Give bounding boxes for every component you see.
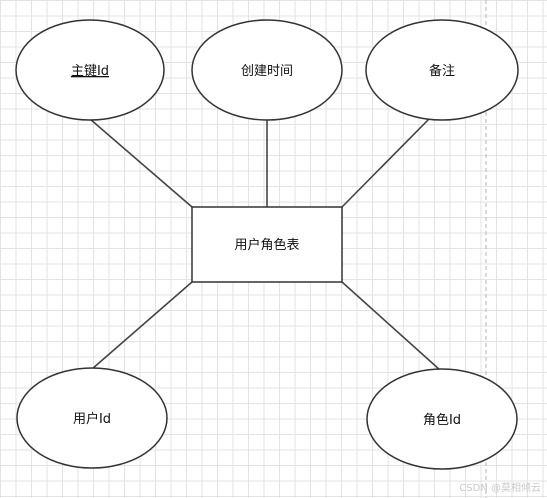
attribute-note-label: 备注 bbox=[429, 63, 455, 79]
connectors bbox=[89, 117, 441, 371]
attribute-created[interactable]: 创建时间 bbox=[191, 19, 343, 121]
attribute-user-label: 用户Id bbox=[73, 411, 111, 427]
attribute-created-label: 创建时间 bbox=[241, 64, 293, 79]
attribute-pk-ellipse[interactable] bbox=[15, 19, 165, 121]
entity-label: 用户角色表 bbox=[234, 237, 299, 253]
connector-entity-note[interactable] bbox=[341, 117, 431, 208]
attribute-pk[interactable]: 主键Id bbox=[15, 19, 165, 121]
connector-entity-user[interactable] bbox=[91, 281, 193, 370]
attribute-role[interactable]: 角色Id bbox=[366, 368, 518, 470]
attribute-note-ellipse[interactable] bbox=[365, 19, 519, 121]
attribute-pk-label: 主键Id bbox=[71, 64, 109, 79]
connector-entity-role[interactable] bbox=[341, 281, 441, 371]
watermark: CSDN @莫相倾云 bbox=[459, 481, 541, 494]
attribute-user-ellipse[interactable] bbox=[16, 367, 168, 469]
entity-box[interactable] bbox=[191, 206, 343, 283]
attribute-note[interactable]: 备注 bbox=[365, 19, 519, 121]
attribute-user[interactable]: 用户Id bbox=[16, 367, 168, 469]
attribute-created-ellipse[interactable] bbox=[191, 19, 343, 121]
connector-entity-pk[interactable] bbox=[89, 118, 193, 208]
entity-user-role[interactable]: 用户角色表 bbox=[191, 206, 343, 283]
attribute-role-label: 角色Id bbox=[423, 412, 461, 428]
attribute-role-ellipse[interactable] bbox=[366, 368, 518, 470]
